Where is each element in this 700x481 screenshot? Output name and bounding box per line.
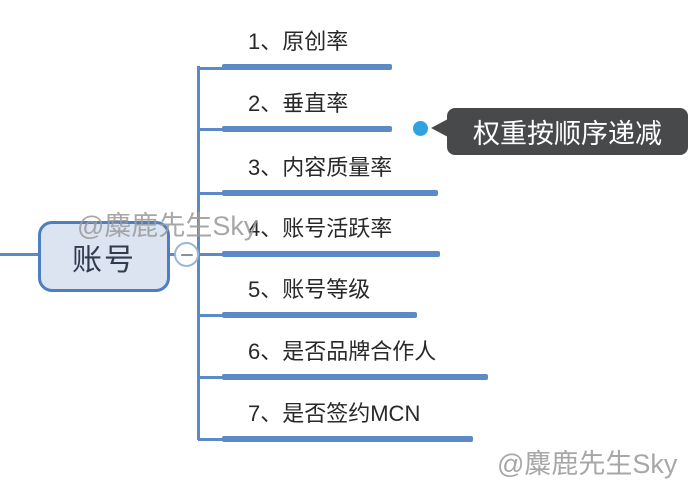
parent-connector-line <box>0 253 40 256</box>
callout-text: 权重按顺序递减 <box>473 119 662 149</box>
branch-connector-4 <box>198 253 228 256</box>
callout-anchor-dot[interactable] <box>413 121 428 136</box>
branch-topic-6[interactable]: 6、是否品牌合作人 <box>248 339 437 364</box>
branch-topic-3[interactable]: 3、内容质量率 <box>248 155 393 180</box>
branch-connector-1 <box>198 67 228 70</box>
callout-tail <box>431 119 448 137</box>
branch-underline-1 <box>222 64 392 70</box>
branch-underline-7 <box>222 436 473 442</box>
branch-underline-5 <box>222 312 417 318</box>
root-topic-label: 账号 <box>72 243 136 277</box>
branch-topic-5[interactable]: 5、账号等级 <box>248 277 371 302</box>
callout-note[interactable]: 权重按顺序递减 <box>447 108 688 155</box>
branch-underline-4 <box>222 251 440 257</box>
branch-topic-4[interactable]: 4、账号活跃率 <box>248 216 393 241</box>
collapse-button[interactable] <box>174 242 199 267</box>
branch-connector-3 <box>198 192 228 195</box>
branch-underline-2 <box>222 126 392 132</box>
branch-underline-3 <box>222 190 438 196</box>
branch-connector-7 <box>198 438 228 441</box>
watermark-bottom-right: @麋鹿先生Sky <box>497 449 678 479</box>
minus-icon <box>180 253 193 256</box>
branch-topic-1[interactable]: 1、原创率 <box>248 29 349 54</box>
branch-connector-2 <box>198 128 228 131</box>
branch-connector-6 <box>198 376 228 379</box>
watermark-center: @麋鹿先生Sky <box>77 211 258 241</box>
root-topic[interactable]: 账号 <box>38 221 170 292</box>
branch-topic-2[interactable]: 2、垂直率 <box>248 91 349 116</box>
branch-topic-7[interactable]: 7、是否签约MCN <box>248 401 421 426</box>
branch-underline-6 <box>222 374 488 380</box>
branch-connector-5 <box>198 314 228 317</box>
